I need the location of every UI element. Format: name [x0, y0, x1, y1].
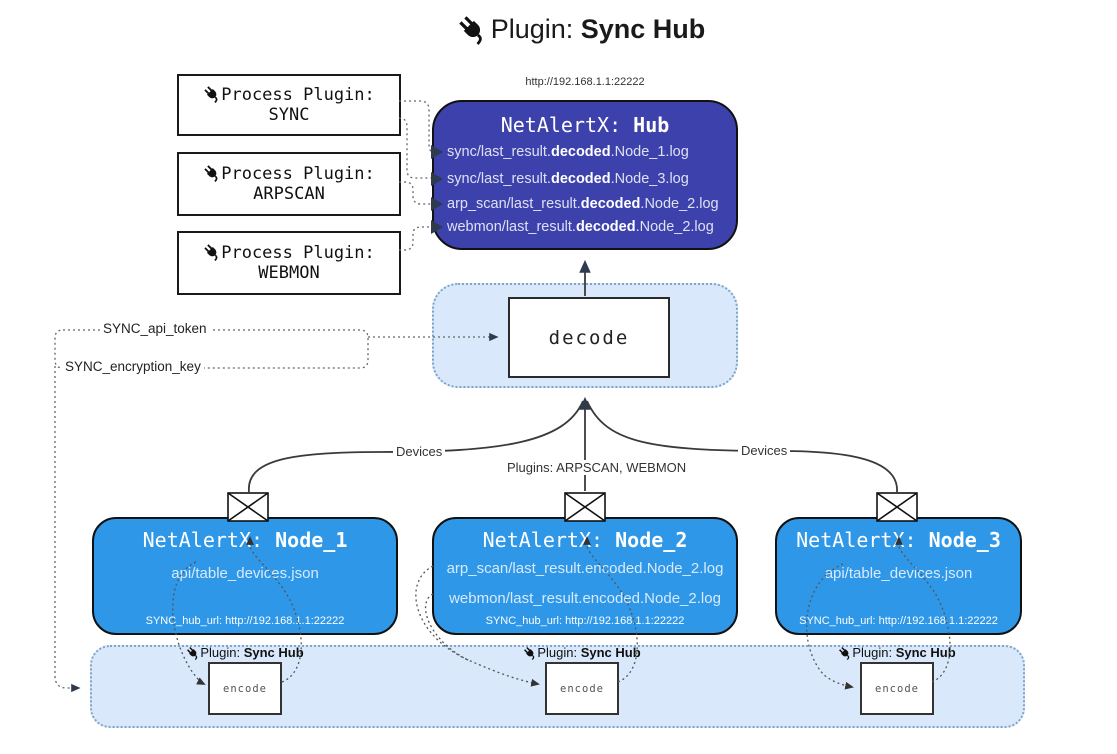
- node-hub-url: SYNC_hub_url: http://192.168.1.1:22222: [799, 615, 998, 627]
- process-plugin-name: ARPSCAN: [253, 184, 325, 204]
- node-box-node1: NetAlertX: Node_1 api/table_devices.json…: [92, 517, 398, 635]
- encode-box: encode: [208, 662, 282, 715]
- hub-title: NetAlertX: Hub: [434, 113, 736, 137]
- encode-box: encode: [860, 662, 934, 715]
- edge-sync-to-hub-log1: [399, 100, 434, 153]
- plug-icon: [186, 646, 201, 660]
- decode-panel: decode: [432, 283, 738, 388]
- hub-title-prefix: NetAlertX:: [500, 113, 622, 137]
- hub-url-label: http://192.168.1.1:22222: [525, 76, 645, 88]
- hub-title-name: Hub: [633, 113, 670, 137]
- hub-log-line: arp_scan/last_result.decoded.Node_2.log: [447, 196, 719, 212]
- edge-label-plugins: Plugins: ARPSCAN, WEBMON: [504, 460, 690, 475]
- node-box-node2: NetAlertX: Node_2 arp_scan/last_result.e…: [432, 517, 738, 635]
- hub-box: NetAlertX: Hub sync/last_result.decoded.…: [432, 100, 738, 250]
- plug-icon: [203, 85, 222, 103]
- encode-plugin-label: Plugin: Sync Hub: [135, 645, 355, 660]
- hub-log-line: webmon/last_result.decoded.Node_2.log: [447, 219, 714, 235]
- node-title: NetAlertX: Node_2: [482, 528, 688, 552]
- node-box-node3: NetAlertX: Node_3 api/table_devices.json…: [775, 517, 1022, 635]
- hub-log-line: sync/last_result.decoded.Node_3.log: [447, 171, 689, 187]
- encode-plugin-label: Plugin: Sync Hub: [787, 645, 1007, 660]
- page-title-prefix: Plugin:: [490, 14, 574, 44]
- edge-label-devices-left: Devices: [393, 444, 446, 459]
- plug-icon: [456, 14, 488, 45]
- encode-plugin-label: Plugin: Sync Hub: [472, 645, 692, 660]
- node-title: NetAlertX: Node_1: [142, 528, 348, 552]
- process-plugin-box-webmon: Process Plugin: WEBMON: [177, 231, 401, 295]
- process-plugin-name: SYNC: [268, 105, 310, 125]
- edge-config-to-encode-band: [54, 366, 81, 693]
- encode-box: encode: [545, 662, 619, 715]
- plug-icon: [523, 646, 538, 660]
- config-encryption-key-label: SYNC_encryption_key: [62, 359, 204, 374]
- decode-box: decode: [508, 297, 670, 378]
- process-plugin-line: Process Plugin:: [203, 164, 375, 184]
- config-api-token-label: SYNC_api_token: [100, 321, 210, 336]
- process-plugin-label: Process Plugin:: [221, 85, 375, 105]
- node-file: arp_scan/last_result.encoded.Node_2.log: [446, 560, 724, 577]
- node-hub-url: SYNC_hub_url: http://192.168.1.1:22222: [145, 615, 345, 627]
- plug-icon: [838, 646, 853, 660]
- page-title: Plugin: Sync Hub: [45, 14, 1117, 45]
- node-hub-url: SYNC_hub_url: http://192.168.1.1:22222: [485, 615, 685, 627]
- process-plugin-label: Process Plugin:: [221, 164, 375, 184]
- process-plugin-line: Process Plugin:: [203, 243, 375, 263]
- edge-arpscan-to-hub-log3: [399, 181, 433, 205]
- node-file: api/table_devices.json: [824, 565, 973, 582]
- edge-sync-to-hub-log2: [398, 117, 433, 179]
- process-plugin-name: WEBMON: [258, 263, 320, 283]
- plug-icon: [203, 243, 222, 261]
- process-plugin-line: Process Plugin:: [203, 85, 375, 105]
- plug-icon: [203, 164, 222, 182]
- node-file: webmon/last_result.encoded.Node_2.log: [449, 590, 721, 607]
- hub-log-line: sync/last_result.decoded.Node_1.log: [447, 144, 689, 160]
- node-title: NetAlertX: Node_3: [796, 528, 1001, 552]
- node-file: api/table_devices.json: [171, 565, 319, 582]
- process-plugin-box-arpscan: Process Plugin: ARPSCAN: [177, 152, 401, 216]
- edge-label-devices-right: Devices: [738, 443, 791, 458]
- process-plugin-box-sync: Process Plugin: SYNC: [177, 74, 401, 136]
- process-plugin-label: Process Plugin:: [221, 243, 375, 263]
- edge-webmon-to-hub-log4: [399, 226, 433, 251]
- page-title-name: Sync Hub: [580, 14, 706, 44]
